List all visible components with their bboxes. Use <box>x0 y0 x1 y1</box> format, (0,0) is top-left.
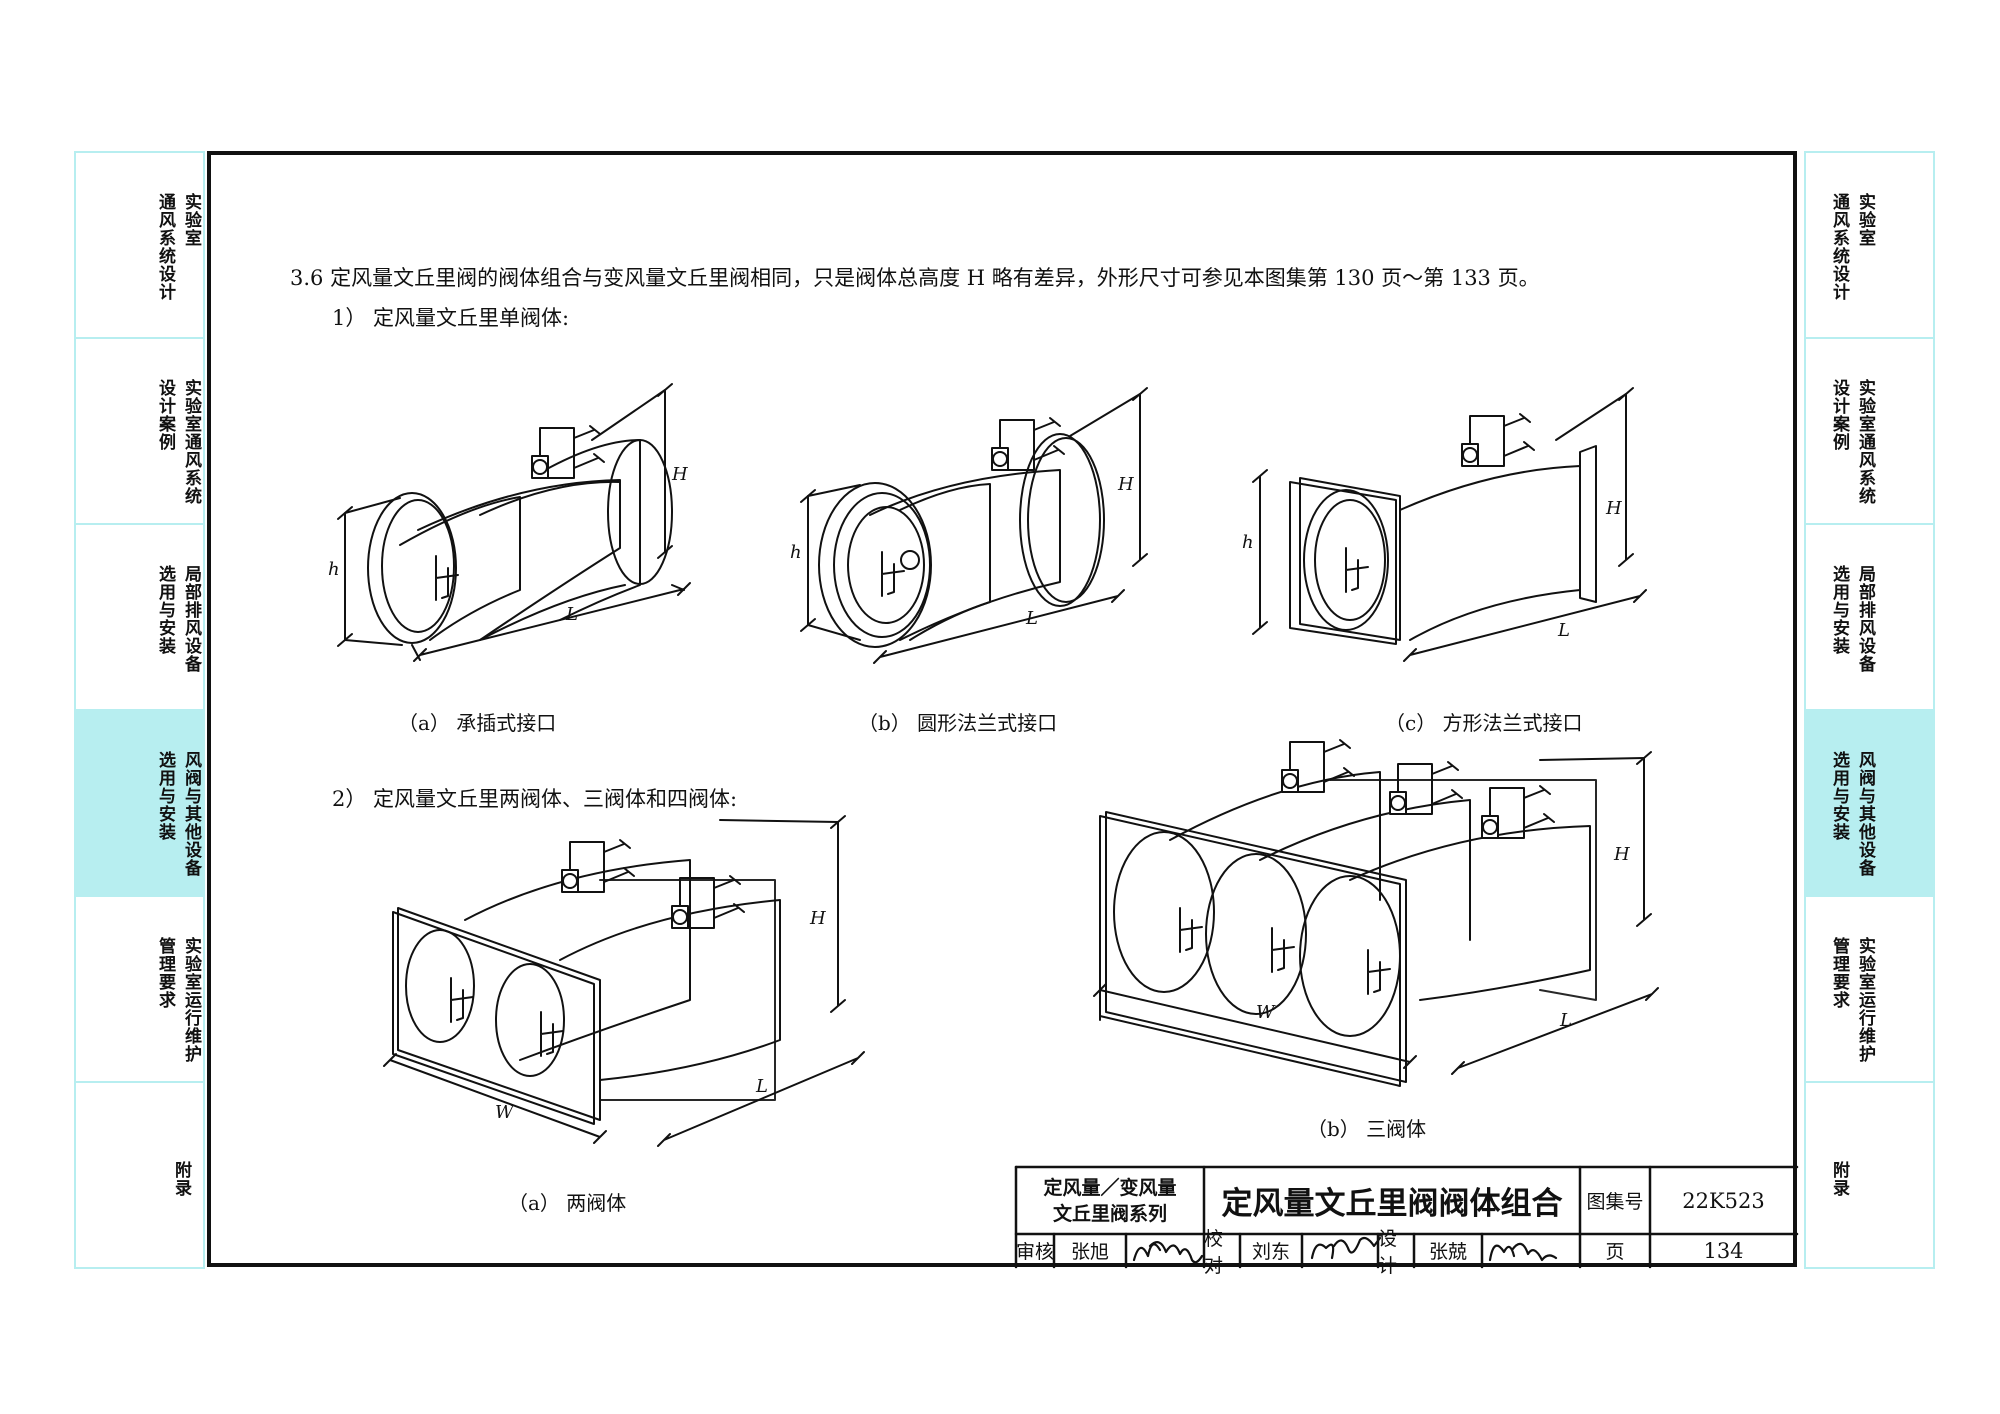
dim-H-5: H <box>1613 844 1630 865</box>
side-tab-lab-vent-design[interactable]: 实验室 通风系统设计 <box>76 153 203 339</box>
side-tabs-right: 实验室 通风系统设计 实验室通风系统 设计案例 局部排风设备 选用与安装 风阀与… <box>1804 151 1935 1269</box>
caption-square-flange: （c） 方形法兰式接口 <box>1385 711 1583 735</box>
dim-H-2: H <box>1117 474 1134 495</box>
caption-round-flange: （b） 圆形法兰式接口 <box>858 711 1058 735</box>
dim-L-4: L <box>755 1076 768 1097</box>
dim-W-1: W <box>495 1102 515 1123</box>
side-tab-local-exhaust[interactable]: 局部排风设备 选用与安装 <box>1806 525 1933 711</box>
title-block-grid <box>1014 1165 1799 1269</box>
caption-three-valve: （b） 三阀体 <box>1307 1117 1427 1141</box>
side-tab-maintenance[interactable]: 实验室运行维护 管理要求 <box>76 897 203 1083</box>
atlas-no: 22K523 <box>1682 1188 1765 1213</box>
side-tab-local-exhaust[interactable]: 局部排风设备 选用与安装 <box>76 525 203 711</box>
side-tab-label: 实验室通风系统 设计案例 <box>1829 379 1875 505</box>
side-tab-design-cases[interactable]: 实验室通风系统 设计案例 <box>76 339 203 525</box>
drawing-single-socket <box>337 383 691 662</box>
side-tab-label: 附录 <box>171 1161 191 1197</box>
drawing-frame <box>207 151 1797 1267</box>
dim-L-3: L <box>1557 620 1570 641</box>
drawing-title: 定风量文丘里阀阀体组合 <box>1221 1186 1563 1222</box>
title-block: 定风量／变风量 文丘里阀系列 定风量文丘里阀阀体组合 图集号 22K523 审核… <box>1016 1167 1797 1277</box>
side-tab-lab-vent-design[interactable]: 实验室 通风系统设计 <box>1806 153 1933 339</box>
dim-L-1: L <box>565 604 578 625</box>
dim-L-5: L <box>1559 1010 1572 1031</box>
dim-H-3: H <box>1605 498 1622 519</box>
page-label: 页 <box>1605 1241 1625 1263</box>
side-tab-design-cases[interactable]: 实验室通风系统 设计案例 <box>1806 339 1933 525</box>
dim-h-1: h <box>328 559 340 580</box>
dim-h-2: h <box>790 542 802 563</box>
side-tab-label: 实验室 通风系统设计 <box>1829 193 1875 301</box>
side-tab-label: 风阀与其他设备 选用与安装 <box>1829 751 1875 877</box>
dim-h-3: h <box>1242 532 1254 553</box>
signatures <box>1132 1236 1558 1264</box>
side-tab-label: 实验室运行维护 管理要求 <box>1829 937 1875 1063</box>
side-tab-label: 实验室 通风系统设计 <box>155 193 201 301</box>
side-tab-appendix[interactable]: 附录 <box>76 1083 203 1267</box>
drawing-single-square-flange <box>1252 387 1647 662</box>
intro-text: 3.6 定风量文丘里阀的阀体组合与变风量文丘里阀相同，只是阀体总高度 H 略有差… <box>290 266 1540 290</box>
drawing-single-round-flange <box>800 387 1148 664</box>
review-label: 审核 <box>1016 1241 1055 1263</box>
side-tab-dampers[interactable]: 风阀与其他设备 选用与安装 <box>1806 711 1933 897</box>
drawing-three-valve <box>1093 739 1659 1087</box>
dim-L-2: L <box>1025 608 1038 629</box>
side-tab-label: 局部排风设备 选用与安装 <box>155 565 201 673</box>
item-2-heading: 2） 定风量文丘里两阀体、三阀体和四阀体: <box>332 787 738 811</box>
side-tab-label: 局部排风设备 选用与安装 <box>1829 565 1875 673</box>
caption-two-valve: （a） 两阀体 <box>508 1191 627 1215</box>
item-1-heading: 1） 定风量文丘里单阀体: <box>332 306 570 330</box>
side-tab-label: 实验室通风系统 设计案例 <box>155 379 201 505</box>
page-number: 134 <box>1703 1238 1744 1263</box>
atlas-no-label: 图集号 <box>1586 1191 1644 1213</box>
side-tab-maintenance[interactable]: 实验室运行维护 管理要求 <box>1806 897 1933 1083</box>
side-tab-label: 风阀与其他设备 选用与安装 <box>155 751 201 877</box>
design-label: 设计 <box>1378 1227 1398 1277</box>
designer-name: 张兢 <box>1428 1241 1467 1263</box>
dim-H-1: H <box>671 464 688 485</box>
dim-H-4: H <box>809 908 826 929</box>
dim-W-2: W <box>1256 1002 1276 1023</box>
side-tab-label: 附录 <box>1829 1161 1849 1197</box>
check-label: 校对 <box>1204 1227 1224 1277</box>
side-tab-label: 实验室运行维护 管理要求 <box>155 937 201 1063</box>
reviewer-name: 张旭 <box>1070 1241 1109 1263</box>
side-tabs-left: 实验室 通风系统设计 实验室通风系统 设计案例 局部排风设备 选用与安装 风阀与… <box>74 151 205 1269</box>
side-tab-appendix[interactable]: 附录 <box>1806 1083 1933 1267</box>
series-name: 定风量／变风量 文丘里阀系列 <box>1043 1176 1177 1225</box>
drawing-two-valve <box>383 815 865 1147</box>
caption-socket-interface: （a） 承插式接口 <box>398 711 557 735</box>
checker-name: 刘东 <box>1251 1241 1290 1263</box>
side-tab-dampers[interactable]: 风阀与其他设备 选用与安装 <box>76 711 203 897</box>
